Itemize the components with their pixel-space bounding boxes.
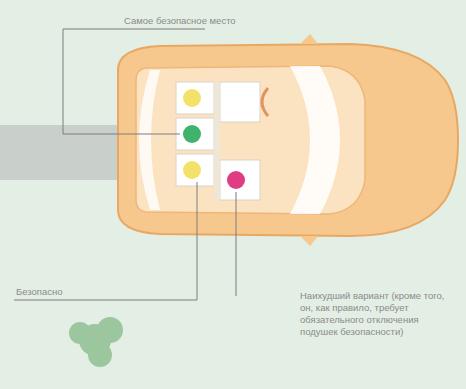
- caption-label: Безопасно: [16, 286, 136, 298]
- windshield: [290, 66, 340, 214]
- tree: [69, 317, 123, 367]
- road-shadow: [0, 125, 135, 180]
- seat-marker: [183, 89, 201, 107]
- seat-marker: [183, 125, 201, 143]
- mirror: [300, 34, 318, 44]
- seat-marker: [227, 171, 245, 189]
- leader-lines: [14, 29, 236, 300]
- cabin: [136, 66, 365, 214]
- seats: [176, 82, 260, 200]
- seat-marker: [183, 161, 201, 179]
- mirror: [300, 236, 318, 246]
- caption-label: Наихудший вариант (кроме того, он, как п…: [300, 290, 458, 338]
- rear-window: [139, 70, 160, 210]
- car-body: [118, 44, 458, 236]
- steering-wheel: [262, 88, 268, 116]
- caption-label: Самое безопасное место: [124, 15, 294, 27]
- console: [214, 82, 220, 200]
